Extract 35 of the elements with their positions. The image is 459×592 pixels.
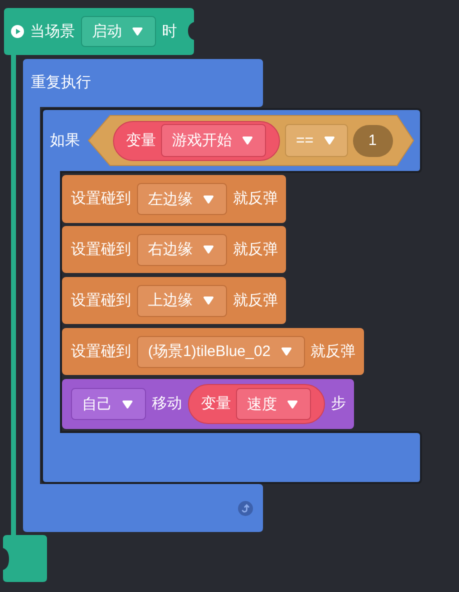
variable-reporter	[188, 384, 325, 424]
block-label: 设置碰到	[71, 240, 131, 258]
dropdown-menu: (场景1)tileBlue_02	[137, 336, 305, 368]
block-label: 当场景	[30, 22, 75, 40]
block-label: 步	[331, 395, 346, 413]
dropdown-menu: 左边缘	[137, 183, 227, 215]
block-label: 设置碰到	[71, 292, 131, 310]
command-block	[62, 379, 354, 429]
command-block	[62, 175, 286, 223]
block-label: 如果	[50, 132, 80, 150]
block-label: 时	[162, 22, 177, 40]
dropdown-menu: 自己	[71, 388, 146, 420]
event-hat-block	[4, 8, 194, 55]
block-label: 就反弹	[233, 240, 278, 258]
dropdown-menu: 游戏开始	[161, 124, 266, 157]
command-block	[62, 277, 286, 324]
dropdown-menu: 启动	[81, 16, 156, 47]
block-label: 设置碰到	[71, 190, 131, 208]
block-label: 就反弹	[233, 292, 278, 310]
dropdown-menu: 速度	[236, 388, 311, 420]
block-label: 就反弹	[233, 190, 278, 208]
block-label: 移动	[152, 395, 182, 413]
condition-hexagon	[88, 115, 414, 166]
command-block	[62, 328, 364, 375]
block-label: 就反弹	[310, 342, 356, 360]
variable-reporter	[113, 120, 280, 160]
block-label: 变量	[126, 132, 156, 150]
if-block	[41, 108, 422, 484]
command-block	[62, 226, 286, 273]
dropdown-menu: 右边缘	[137, 234, 227, 266]
block-label: 设置碰到	[71, 342, 131, 360]
dropdown-menu: 上边缘	[137, 284, 227, 316]
block-label: 重复执行	[31, 74, 91, 92]
dropdown-menu: ==	[285, 124, 348, 157]
block-label: 变量	[201, 395, 231, 413]
